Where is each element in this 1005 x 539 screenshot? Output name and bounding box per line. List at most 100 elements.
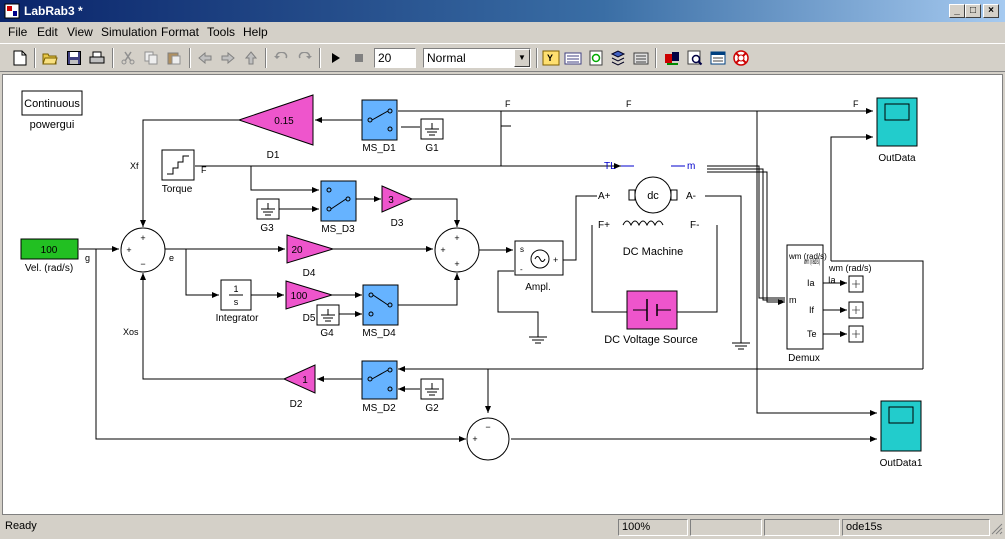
sum-3-block[interactable]: − +: [466, 417, 510, 461]
amplifier-name: Ampl.: [525, 282, 551, 293]
new-icon[interactable]: [10, 48, 30, 68]
integrator-numerator: 1: [233, 284, 238, 294]
integrator-block[interactable]: 1 s Integrator: [216, 279, 259, 324]
menu-tools[interactable]: Tools: [207, 25, 236, 39]
signal-label-e: e: [169, 253, 174, 263]
gain-d5-value: 100: [291, 291, 308, 302]
terminator-te[interactable]: [848, 325, 864, 343]
ground-g1-block[interactable]: G1: [420, 118, 444, 154]
gain-d4-block[interactable]: 20 D4: [286, 234, 335, 279]
forward-icon[interactable]: [218, 48, 238, 68]
ground-g2-block[interactable]: G2: [420, 378, 444, 414]
sum-3-sign-top: −: [485, 422, 490, 432]
powergui-block-label: Continuous: [24, 98, 80, 110]
terminator-if[interactable]: [848, 301, 864, 319]
copy-icon[interactable]: [141, 48, 161, 68]
redo-icon[interactable]: [295, 48, 315, 68]
model-explorer-icon[interactable]: [631, 48, 651, 68]
print-icon[interactable]: [87, 48, 107, 68]
maximize-button[interactable]: □: [965, 4, 981, 18]
back-icon[interactable]: [195, 48, 215, 68]
menu-bar: File Edit View Simulation Format Tools H…: [0, 22, 1005, 41]
minimize-button[interactable]: _: [949, 4, 965, 18]
switch-ms-d3-block[interactable]: MS_D3: [320, 180, 357, 235]
dc-machine-port-a-plus: A+: [598, 191, 611, 202]
powergui-name: powergui: [30, 119, 75, 131]
menu-format[interactable]: Format: [161, 25, 200, 39]
integrator-denominator: s: [234, 297, 239, 307]
build-icon[interactable]: [563, 48, 583, 68]
dc-machine-block[interactable]: TL m A+ dc A- F+ F- DC Machine: [598, 161, 699, 258]
properties-icon[interactable]: [708, 48, 728, 68]
play-icon[interactable]: [326, 48, 346, 68]
paste-icon[interactable]: [164, 48, 184, 68]
gain-d3-block[interactable]: 3 D3: [381, 185, 414, 229]
menu-edit[interactable]: Edit: [37, 25, 58, 39]
title-bar: LabRab3 * _ □ ×: [0, 0, 1005, 22]
dc-voltage-source-block[interactable]: DC Voltage Source: [604, 290, 698, 346]
menu-help[interactable]: Help: [243, 25, 268, 39]
ground-g3-block[interactable]: G3: [256, 198, 280, 234]
sum-1-sign-bottom: −: [140, 259, 145, 269]
ampl-port-s: s: [520, 245, 524, 254]
switch-ms-d1-block[interactable]: MS_D1: [361, 99, 398, 154]
gain-d5-block[interactable]: 100 D5: [285, 280, 334, 324]
sum-2-sign-top: +: [454, 233, 459, 243]
menu-file[interactable]: File: [8, 25, 28, 39]
powergui-block[interactable]: Continuous powergui: [21, 90, 83, 131]
dc-machine-symbol: dc: [647, 190, 659, 202]
dc-machine-name: DC Machine: [623, 246, 684, 258]
terminator-ia[interactable]: [848, 275, 864, 293]
torque-step-block[interactable]: Torque: [161, 149, 195, 195]
save-icon[interactable]: [64, 48, 84, 68]
library-browser-icon[interactable]: [608, 48, 628, 68]
gain-d1-block[interactable]: 0.15 D1: [237, 94, 314, 161]
gain-d2-block[interactable]: 1 D2: [282, 364, 316, 410]
stop-time-input[interactable]: 20: [374, 48, 416, 68]
signal-label-f-1: F: [505, 99, 511, 109]
toolbar-separator: [655, 48, 657, 68]
scope-outdata-block[interactable]: OutData: [876, 97, 918, 164]
dc-machine-port-m: m: [687, 161, 695, 172]
window-title: LabRab3 *: [24, 4, 83, 18]
scope-outdata1-block[interactable]: OutData1: [880, 400, 923, 469]
ground-g4-block[interactable]: G4: [316, 304, 340, 339]
ia-signal-label: Ia: [828, 275, 836, 285]
simulation-mode-select[interactable]: Normal ▼: [423, 48, 531, 68]
status-panel-blank-1: [690, 519, 762, 536]
switch-ms-d4-block[interactable]: MS_D4: [362, 284, 399, 339]
menu-view[interactable]: View: [67, 25, 93, 39]
chevron-down-icon[interactable]: ▼: [514, 49, 530, 67]
undo-icon[interactable]: [271, 48, 291, 68]
toolbar-separator: [34, 48, 36, 68]
help-icon[interactable]: [731, 48, 751, 68]
status-bar: Ready 100% ode15s: [0, 517, 1005, 539]
resize-grip-icon[interactable]: [991, 523, 1003, 535]
dc-machine-port-f-plus: F+: [598, 220, 610, 231]
sum-1-block[interactable]: + + −: [120, 227, 166, 273]
signal-label-xf: Xf: [130, 161, 139, 171]
gain-d1-name: D1: [267, 150, 280, 161]
sum-2-block[interactable]: + + +: [434, 227, 480, 273]
toolbar: 20 Normal ▼ Y: [0, 43, 1005, 72]
gain-d3-value: 3: [388, 195, 394, 206]
refresh-icon[interactable]: [586, 48, 606, 68]
amplifier-source-block[interactable]: s - + Ampl.: [514, 240, 564, 293]
open-icon[interactable]: [40, 48, 60, 68]
velocity-constant-block[interactable]: 100 Vel. (rad/s): [20, 238, 79, 274]
update-diagram-icon[interactable]: Y: [541, 48, 561, 68]
up-icon[interactable]: [241, 48, 261, 68]
ampl-port-plus: +: [553, 255, 558, 265]
demux-block[interactable]: wm (rad/s) wm (rad/s) Ia If Te m Demux: [786, 244, 827, 364]
signal-label-xos: Xos: [123, 327, 139, 337]
debugger-icon[interactable]: [662, 48, 682, 68]
cut-icon[interactable]: [118, 48, 138, 68]
measurement-bus: [707, 165, 785, 305]
find-icon[interactable]: [685, 48, 705, 68]
stop-icon[interactable]: [349, 48, 369, 68]
model-canvas[interactable]: Continuous powergui 100 Vel. (rad/s) 0.1…: [2, 74, 1003, 515]
switch-ms-d2-block[interactable]: MS_D2: [361, 360, 398, 414]
menu-simulation[interactable]: Simulation: [101, 25, 158, 39]
status-solver: ode15s: [842, 519, 990, 536]
close-button[interactable]: ×: [983, 4, 999, 18]
